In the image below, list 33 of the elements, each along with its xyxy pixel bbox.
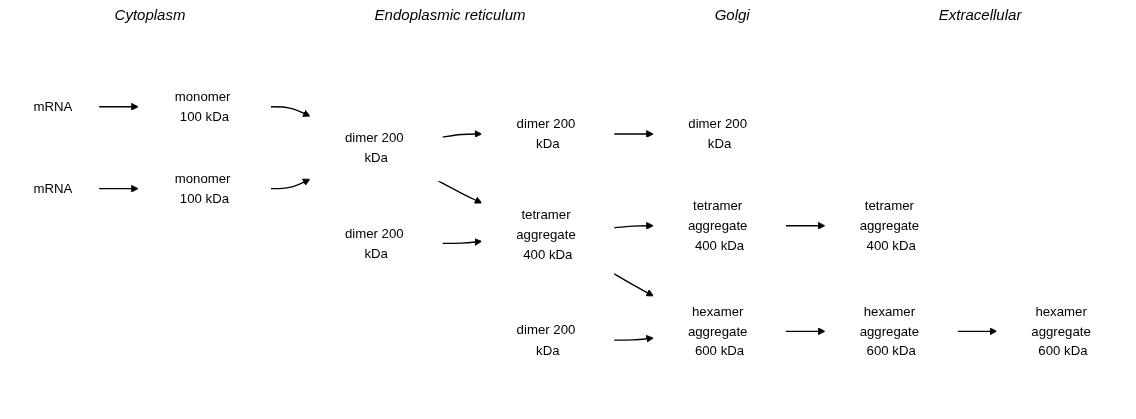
column-heading: Extracellular — [938, 6, 1022, 25]
arrow — [613, 221, 654, 230]
node-text: dimer 200 kDa — [344, 129, 404, 165]
arrow — [441, 238, 483, 246]
arrow — [269, 178, 311, 190]
arrow — [956, 327, 998, 336]
node-text: tetramer aggregate 400 kDa — [687, 197, 748, 253]
arrow — [613, 334, 654, 343]
node-text: mRNA — [33, 180, 73, 196]
node-text: hexamer aggregate 600 kDa — [1031, 303, 1091, 358]
node-text: dimer 200 kDa — [344, 225, 404, 261]
node-text: dimer 200 kDa — [516, 115, 576, 151]
node-text: tetramer aggregate 400 kDa — [516, 206, 576, 262]
column-heading: Cytoplasm — [114, 6, 186, 25]
node-text: tetramer aggregate 400 kDa — [859, 197, 920, 253]
node-text: hexamer aggregate 600 kDa — [859, 303, 920, 358]
arrow — [613, 130, 654, 138]
arrow — [784, 221, 826, 230]
arrow — [98, 102, 139, 111]
node-text: monomer 100 kDa — [174, 88, 231, 124]
arrow — [441, 130, 483, 138]
arrow — [269, 106, 311, 117]
node-text: mRNA — [33, 98, 73, 114]
node-text: dimer 200 kDa — [516, 322, 576, 357]
arrow — [437, 180, 483, 204]
arrow — [98, 184, 139, 193]
arrow — [613, 273, 654, 297]
node-text: monomer 100 kDa — [174, 170, 231, 206]
arrow — [784, 327, 826, 336]
node-text: hexamer aggregate 600 kDa — [687, 303, 748, 358]
column-heading: Golgi — [714, 6, 750, 25]
node-text: dimer 200 kDa — [688, 115, 748, 151]
column-heading: Endoplasmic reticulum — [374, 6, 526, 25]
